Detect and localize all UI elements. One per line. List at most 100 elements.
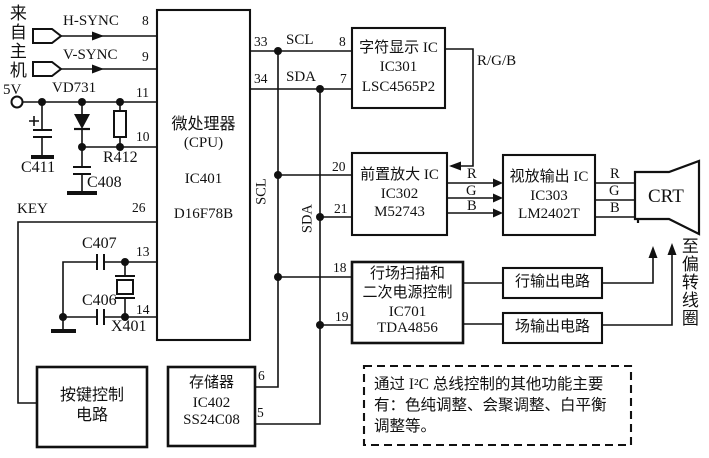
pin-21-label: 21 — [334, 201, 348, 216]
pin-20-label: 20 — [332, 159, 346, 174]
video-out-ref: IC303 — [530, 188, 568, 204]
supply-terminal-icon — [10, 95, 24, 109]
char-display-box — [350, 26, 447, 110]
keypad-title2: 电路 — [75, 407, 108, 424]
crt-label: CRT — [648, 186, 684, 207]
video-out-box — [501, 153, 597, 237]
junction-dot — [116, 98, 124, 106]
junction-dot — [316, 321, 324, 329]
zener-vd731-icon — [74, 114, 90, 131]
pin-33-label: 33 — [254, 34, 268, 49]
pin-6-label: 6 — [258, 368, 265, 383]
c407-label: C407 — [82, 235, 117, 252]
capacitor-c411-icon — [29, 116, 54, 159]
c406-label: C406 — [82, 292, 117, 309]
arrow-rgb-feedback — [449, 161, 461, 171]
pin-26-label: 26 — [132, 200, 146, 215]
junction-dot — [116, 143, 124, 151]
char-display-part: LSC4565P2 — [361, 79, 436, 95]
junction-dot — [78, 98, 86, 106]
b-crt-label: B — [610, 200, 620, 216]
cpu-title: 微处理器 — [171, 116, 236, 133]
junction-dot — [274, 47, 282, 55]
g-crt-label: G — [609, 183, 620, 199]
preamp-part: M52743 — [374, 204, 425, 220]
r412-label: R412 — [103, 149, 138, 166]
pin-14-label: 14 — [136, 302, 150, 317]
x401-label: X401 — [111, 318, 147, 335]
field-out-label: 场输出电路 — [514, 319, 590, 335]
wire-pin13 — [62, 261, 157, 331]
from-host-label: 来自主机 — [6, 4, 26, 80]
cpu-box — [155, 8, 252, 342]
pin-8b-label: 8 — [339, 34, 346, 49]
pin-5-label: 5 — [257, 405, 264, 420]
arrow-v-sync — [92, 64, 104, 74]
rgb-label: R/G/B — [477, 53, 517, 69]
scl-label: SCL — [286, 32, 314, 48]
note-box — [362, 364, 633, 447]
junction-dot — [274, 273, 282, 281]
junction-dots — [38, 47, 324, 329]
capacitor-c408-icon — [67, 166, 97, 195]
pin-9-label: 9 — [142, 49, 149, 64]
to-yoke-label: 至偏转线圈 — [678, 237, 698, 327]
junction-dot — [121, 313, 129, 321]
b-label: B — [467, 198, 477, 214]
line-out-label: 行输出电路 — [514, 274, 590, 290]
pin-11-label: 11 — [136, 85, 149, 100]
c408-label: C408 — [87, 174, 122, 191]
memory-box — [166, 365, 257, 448]
g-label: G — [466, 183, 477, 199]
scl-bus-label: SCL — [253, 178, 270, 205]
arrow-line-out — [648, 246, 658, 258]
wire-line-out-up — [602, 257, 654, 284]
component-symbols — [10, 28, 701, 333]
wire-field-out-up — [602, 254, 673, 326]
arrowheads — [92, 31, 677, 258]
sda-bus-label: SDA — [299, 204, 316, 234]
capacitor-c406-icon — [96, 309, 105, 325]
sda-label: SDA — [286, 69, 317, 85]
arrow-h-sync — [92, 31, 104, 41]
v-sync-label: V-SYNC — [63, 47, 118, 63]
c411-label: C411 — [21, 159, 56, 176]
crystal-x401-icon — [115, 275, 135, 299]
junction-dot — [316, 213, 324, 221]
preamp-title: 前置放大 IC — [360, 167, 439, 183]
resistor-r412-icon — [113, 110, 127, 138]
v-sync-connector-icon — [32, 61, 63, 77]
arrow-field-out — [667, 243, 677, 255]
vd731-label: VD731 — [52, 80, 97, 96]
note-line-2: 有：色纯调整、会聚调整、白平衡 — [374, 397, 607, 414]
field-out-box — [501, 311, 604, 345]
pin-10-label: 10 — [136, 129, 150, 144]
video-out-part: LM2402T — [518, 206, 580, 222]
scan-ctrl-title1: 行场扫描和 — [369, 266, 445, 282]
wire-rgb-to-crt — [595, 182, 638, 218]
char-display-ref: IC301 — [379, 59, 418, 75]
keypad-box — [35, 365, 149, 449]
pin-13-label: 13 — [136, 244, 150, 259]
pin-18-label: 18 — [333, 260, 347, 275]
r-label: R — [467, 166, 477, 182]
capacitor-c407-icon — [96, 254, 105, 270]
key-label: KEY — [17, 201, 48, 217]
arrow-b — [493, 208, 503, 218]
memory-part: SS24C08 — [183, 412, 240, 428]
video-out-title: 视放输出 IC — [509, 169, 589, 185]
cpu-subtitle: (CPU) — [183, 135, 224, 151]
scan-ctrl-title2: 二次电源控制 — [362, 285, 453, 301]
r-crt-label: R — [610, 166, 620, 182]
pin-8-label: 8 — [142, 13, 149, 28]
h-sync-label: H-SYNC — [63, 13, 119, 29]
arrow-g — [493, 193, 503, 203]
h-sync-connector-icon — [32, 28, 63, 44]
crt-tube-icon — [633, 159, 701, 236]
wire-rgb-to-video — [447, 182, 494, 214]
pin-34-label: 34 — [254, 71, 268, 86]
note-line-3: 调整等。 — [374, 418, 437, 435]
pin-7-label: 7 — [340, 71, 347, 86]
